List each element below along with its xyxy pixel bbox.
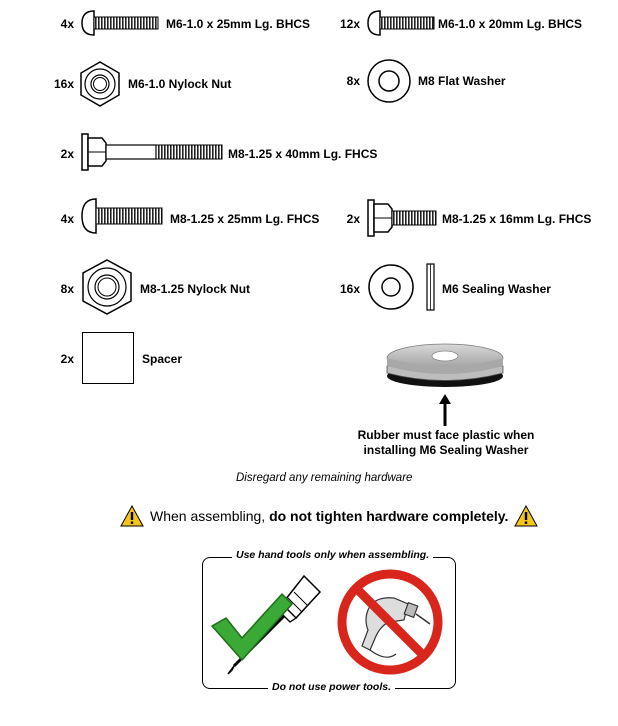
warning-prefix: When assembling, bbox=[150, 508, 270, 524]
flange-head-bolt-icon bbox=[81, 133, 223, 171]
qty-m8-flat-washer: 8x bbox=[346, 74, 360, 88]
label-m8-16-fhcs: M8-1.25 x 16mm Lg. FHCS bbox=[442, 212, 592, 226]
flat-washer-icon bbox=[367, 59, 411, 103]
qty-m8-40-fhcs: 2x bbox=[60, 147, 74, 161]
qty-m6-sealing-washer: 16x bbox=[339, 282, 360, 296]
arrow-up-icon bbox=[439, 394, 451, 426]
warning-bold: do not tighten hardware completely. bbox=[269, 508, 509, 524]
warning-icon bbox=[514, 505, 538, 527]
flange-head-bolt-icon bbox=[367, 199, 437, 237]
label-m8-25-fhcs: M8-1.25 x 25mm Lg. FHCS bbox=[170, 212, 320, 226]
sealing-note-line2: installing M6 Sealing Washer bbox=[363, 443, 529, 457]
qty-m8-25-fhcs: 4x bbox=[60, 212, 74, 226]
sealing-washer-3d-icon bbox=[386, 343, 504, 387]
label-spacer: Spacer bbox=[142, 352, 183, 366]
sealing-washer-icon bbox=[368, 263, 435, 311]
qty-m6-nylock-nut: 16x bbox=[53, 77, 74, 91]
button-head-bolt-icon bbox=[81, 198, 163, 234]
button-head-bolt-icon bbox=[81, 10, 159, 36]
sealing-note-line1: Rubber must face plastic when bbox=[357, 428, 535, 442]
warning-icon bbox=[120, 505, 144, 527]
label-m6-20-bhcs: M6-1.0 x 20mm Lg. BHCS bbox=[438, 17, 583, 31]
qty-m6-25-bhcs: 4x bbox=[60, 17, 74, 31]
hex-nut-icon bbox=[80, 61, 120, 107]
button-head-bolt-icon bbox=[367, 10, 435, 36]
tools-box-bottom-caption: Do not use power tools. bbox=[268, 681, 396, 693]
hex-nut-icon bbox=[82, 259, 132, 315]
sealing-washer-note: Rubber must face plastic when installing… bbox=[348, 428, 544, 458]
hand-tools-allowed-icon bbox=[211, 574, 322, 675]
qty-m6-20-bhcs: 12x bbox=[339, 17, 360, 31]
tools-box-top-caption: Use hand tools only when assembling. bbox=[232, 549, 434, 561]
qty-m8-16-fhcs: 2x bbox=[346, 212, 360, 226]
label-m8-nylock-nut: M8-1.25 Nylock Nut bbox=[140, 282, 251, 296]
no-power-tools-icon bbox=[337, 569, 443, 675]
warning-text: When assembling, do not tighten hardware… bbox=[150, 508, 508, 524]
qty-m8-nylock-nut: 8x bbox=[60, 282, 74, 296]
check-mark-icon bbox=[211, 593, 293, 661]
qty-spacer: 2x bbox=[60, 352, 74, 366]
label-m6-sealing-washer: M6 Sealing Washer bbox=[442, 282, 551, 296]
label-m8-flat-washer: M8 Flat Washer bbox=[418, 74, 506, 88]
disregard-note: Disregard any remaining hardware bbox=[236, 472, 413, 484]
label-m6-nylock-nut: M6-1.0 Nylock Nut bbox=[128, 77, 232, 91]
spacer-icon bbox=[82, 332, 134, 384]
label-m6-25-bhcs: M6-1.0 x 25mm Lg. BHCS bbox=[166, 17, 311, 31]
label-m8-40-fhcs: M8-1.25 x 40mm Lg. FHCS bbox=[228, 147, 378, 161]
